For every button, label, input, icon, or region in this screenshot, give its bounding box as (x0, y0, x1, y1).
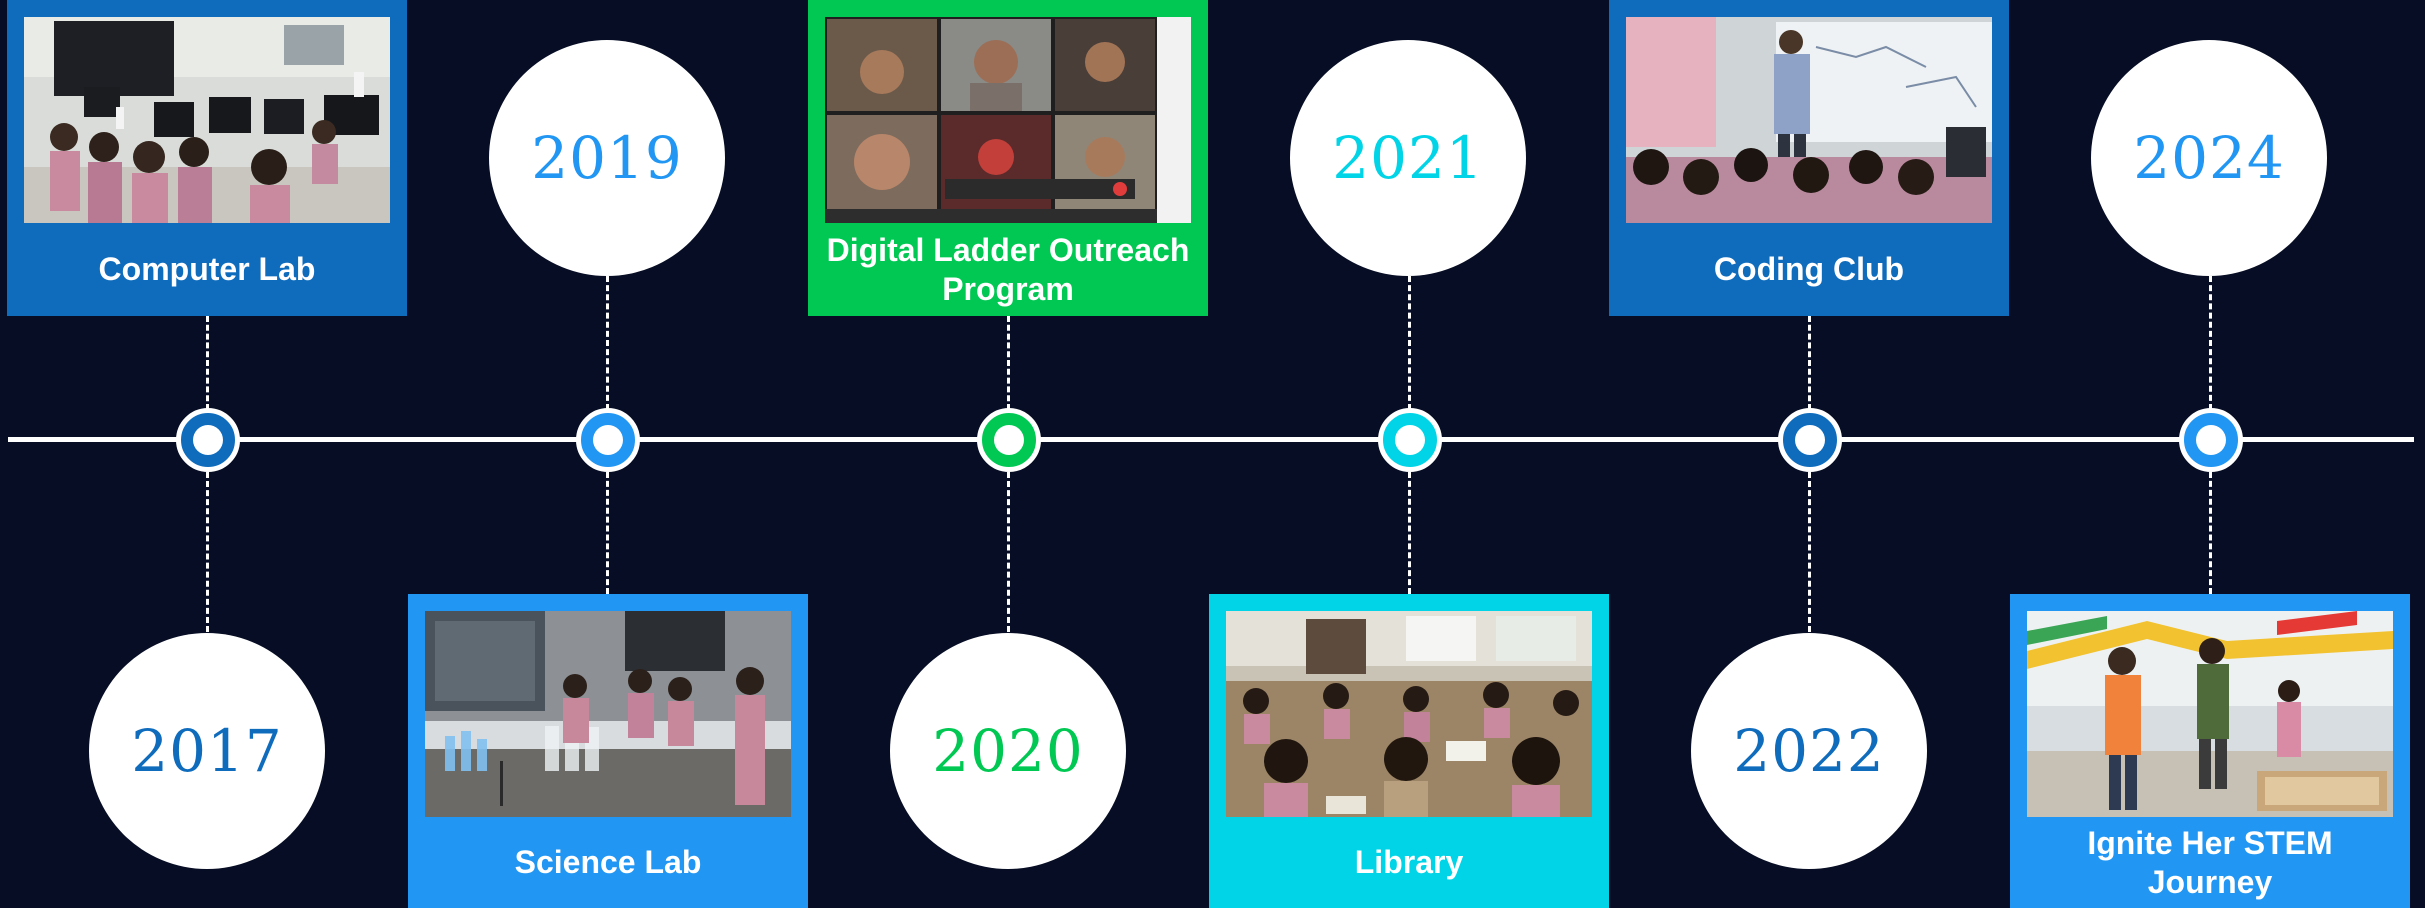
card-library: Library (1209, 594, 1609, 908)
connector-2021-top (1408, 276, 1411, 410)
connector-2019-top (606, 276, 609, 410)
connector-2020-top (1007, 316, 1010, 410)
timeline-marker-2024 (2179, 408, 2243, 472)
timeline-marker-2022 (1778, 408, 1842, 472)
card-coding-club: Coding Club (1609, 0, 2009, 316)
connector-2019-bottom (606, 472, 609, 594)
card-ignite-her-stem: Ignite Her STEM Journey (2010, 594, 2410, 908)
timeline-marker-2020 (977, 408, 1041, 472)
card-title: Ignite Her STEM Journey (2087, 824, 2333, 900)
card-computer-lab: Computer Lab (7, 0, 407, 316)
timeline-axis (8, 437, 2414, 442)
card-title: Computer Lab (98, 251, 316, 287)
year-circle-2020: 2020 (890, 633, 1126, 869)
library-photo (1226, 611, 1592, 817)
year-circle-2024: 2024 (2091, 40, 2327, 276)
connector-2020-bottom (1007, 472, 1010, 632)
coding-club-photo (1626, 17, 1992, 223)
connector-2022-bottom (1808, 472, 1811, 632)
connector-2022-top (1808, 316, 1811, 410)
year-circle-2019: 2019 (489, 40, 725, 276)
connector-2021-bottom (1408, 472, 1411, 594)
card-digital-ladder: Digital Ladder Outreach Program (808, 0, 1208, 316)
timeline-marker-2021 (1378, 408, 1442, 472)
year-circle-2022: 2022 (1691, 633, 1927, 869)
card-title: Science Lab (514, 844, 702, 880)
video-call-photo (825, 17, 1191, 223)
connector-2024-bottom (2209, 472, 2212, 594)
card-title: Digital Ladder Outreach Program (826, 231, 1190, 307)
connector-2017-bottom (206, 472, 209, 632)
card-science-lab: Science Lab (408, 594, 808, 908)
card-title: Coding Club (1713, 251, 1905, 287)
card-title: Library (1354, 844, 1464, 880)
timeline-marker-2019 (576, 408, 640, 472)
connector-2017-top (206, 316, 209, 410)
connector-2024-top (2209, 276, 2212, 410)
computer-lab-photo (24, 17, 390, 223)
stem-journey-photo (2027, 611, 2393, 817)
year-circle-2017: 2017 (89, 633, 325, 869)
year-circle-2021: 2021 (1290, 40, 1526, 276)
science-lab-photo (425, 611, 791, 817)
timeline-marker-2017 (176, 408, 240, 472)
